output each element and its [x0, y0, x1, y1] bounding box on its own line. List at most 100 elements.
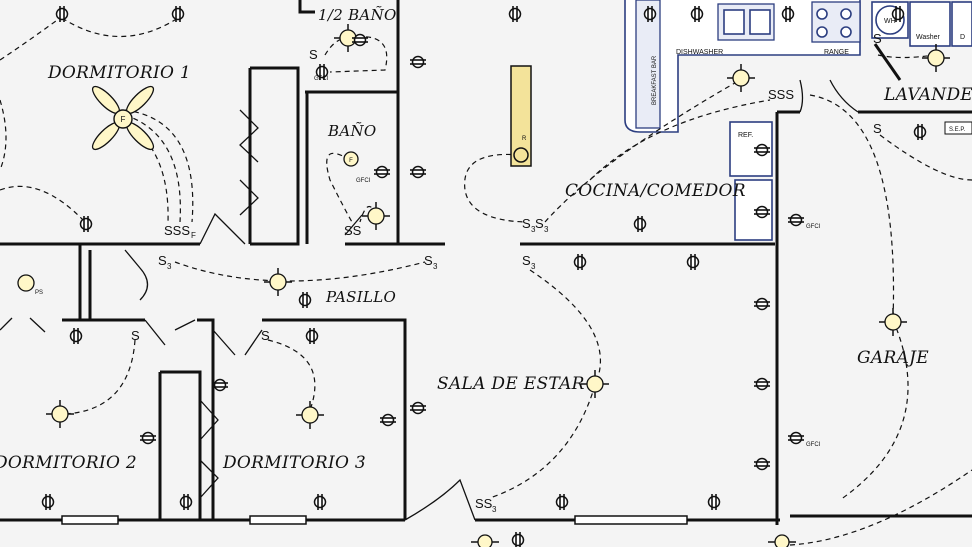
switch-dorm3: S: [261, 328, 270, 343]
pull-switch-light-dorm2: PS: [17, 274, 43, 296]
fan-light-bath: F: [343, 151, 359, 167]
switch-garage: SSS: [768, 87, 794, 102]
svg-text:3: 3: [531, 225, 536, 234]
svg-text:3: 3: [544, 225, 549, 234]
room-label-dormitorio-3: DORMITORIO 3: [222, 453, 366, 473]
outlets: [41, 6, 927, 547]
outlet: [55, 6, 69, 22]
label-gfci-halfbath: GFCI: [314, 76, 329, 82]
wire-fan-3: [124, 109, 194, 223]
wire-dorm3: [267, 339, 316, 411]
room-label-garage: GARAJE: [857, 348, 929, 368]
light-fixture-dorm2: [46, 400, 74, 428]
switch-living: S: [522, 253, 531, 268]
window-dorm2: [61, 515, 119, 525]
wire-hall: [174, 261, 426, 282]
doors: [0, 79, 859, 521]
wire-dorm1-b: [61, 17, 179, 38]
door-closet-folding: [239, 109, 259, 216]
svg-text:R: R: [522, 136, 527, 142]
outlet: [410, 55, 426, 69]
burner-1: [816, 8, 828, 20]
switch-dorm1-fan: F: [191, 231, 196, 240]
outlet: [352, 33, 368, 47]
svg-text:3: 3: [492, 505, 497, 514]
door-dorm2: [0, 317, 46, 333]
room-label-living: SALA DE ESTAR: [437, 374, 585, 394]
room-labels: DORMITORIO 1 1/2 BAÑO BAÑO COCINA/COMEDO…: [0, 6, 972, 473]
switch-entry: SS: [475, 496, 493, 511]
wire-fan-2: [124, 114, 181, 223]
switch-laundry-b: S: [873, 31, 882, 46]
label-breakfast-bar: BREAKFAST BAR: [652, 55, 658, 105]
outlet: [913, 124, 927, 140]
light-fixture-dorm3: [296, 401, 324, 429]
door-dorm1: [199, 212, 246, 245]
burner-4: [840, 26, 852, 38]
room-label-hallway: PASILLO: [325, 288, 396, 306]
light-fixture-entry: [471, 534, 499, 547]
wire-dorm1-a: [0, 17, 61, 61]
wire-dorm1-d: [0, 99, 7, 171]
wire-dorm2: [64, 339, 136, 415]
walls: [0, 0, 972, 525]
wall-dorm3-top: [262, 318, 407, 520]
wall-halfbath-top: [298, 0, 315, 14]
sink-bowl-right: [749, 9, 771, 35]
outlet: [633, 216, 647, 232]
label-sep: S.E.P.: [949, 127, 966, 133]
outlet: [212, 378, 228, 392]
switch-hall-left: S: [158, 253, 167, 268]
outlet: [313, 494, 327, 510]
wall-closet: [250, 66, 300, 246]
outlet: [41, 494, 55, 510]
window-dorm3: [249, 515, 307, 525]
sink-bowl-left: [723, 9, 745, 35]
label-refrigerator: REF.: [738, 132, 753, 139]
outlet: [140, 431, 156, 445]
svg-text:3: 3: [433, 262, 438, 271]
svg-text:3: 3: [167, 262, 172, 271]
wiring: [0, 17, 972, 546]
outlet: [298, 292, 312, 308]
outlet: [305, 328, 319, 344]
outlet: [410, 401, 426, 415]
outlet: [573, 254, 587, 270]
label-gfci-garage-2: GFCI: [806, 442, 821, 448]
outlet: [374, 165, 390, 179]
outlet: [690, 6, 704, 22]
room-label-half-bath: 1/2 BAÑO: [318, 6, 397, 24]
wire-laundry-b: [877, 54, 936, 59]
light-fixture-garage-door: [768, 534, 796, 547]
light-fixture-garage: [879, 308, 907, 336]
outlet: [754, 297, 770, 311]
wire-dorm1-c: [0, 185, 86, 223]
outlet: [643, 6, 657, 22]
wire-garage-a: [809, 94, 895, 321]
svg-text:F: F: [121, 115, 126, 124]
outlet: [781, 6, 795, 22]
door-dorm3: [212, 329, 263, 356]
outlet: [508, 6, 522, 22]
svg-text:3: 3: [531, 262, 536, 271]
sep-panel: [944, 121, 972, 135]
door-closet3-folding: [199, 399, 219, 499]
label-washer: Washer: [916, 34, 941, 41]
switch-dorm1: SSS: [164, 223, 190, 238]
label-water-heater: WH: [884, 18, 896, 25]
switch-dorm2: S: [131, 328, 140, 343]
outlet: [380, 413, 396, 427]
outlet: [315, 64, 329, 80]
outlet: [555, 494, 569, 510]
door-bath: [344, 214, 363, 236]
light-fixture-kitchen: [727, 64, 755, 92]
light-fixture-laundry: [922, 44, 950, 72]
switch-kitchen-b: S: [535, 216, 544, 231]
outlet: [754, 377, 770, 391]
door-entry: [404, 478, 476, 521]
svg-text:F: F: [349, 158, 353, 164]
dryer: [951, 1, 972, 47]
outlet: [179, 494, 193, 510]
